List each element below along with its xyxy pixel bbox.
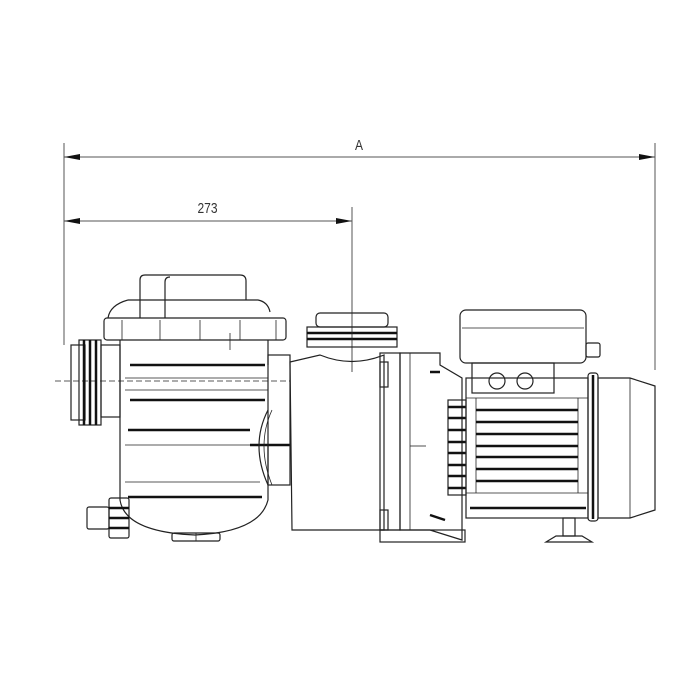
- dimension-overall: [63, 143, 656, 370]
- dimension-273: [64, 207, 353, 300]
- motor-body: [465, 377, 589, 519]
- pump-volute: [289, 352, 466, 543]
- drain-plug: [86, 497, 130, 539]
- strainer-housing: [119, 340, 291, 542]
- dimension-label-a: A: [355, 137, 364, 154]
- dimension-label-273: 273: [197, 200, 218, 217]
- motor-foot: [543, 517, 595, 543]
- terminal-box: [459, 309, 601, 394]
- outlet-union: [306, 300, 398, 372]
- strainer-lid: [103, 274, 287, 350]
- motor-fins: [447, 399, 467, 496]
- inlet-union: [70, 339, 121, 426]
- fan-cover: [587, 372, 656, 522]
